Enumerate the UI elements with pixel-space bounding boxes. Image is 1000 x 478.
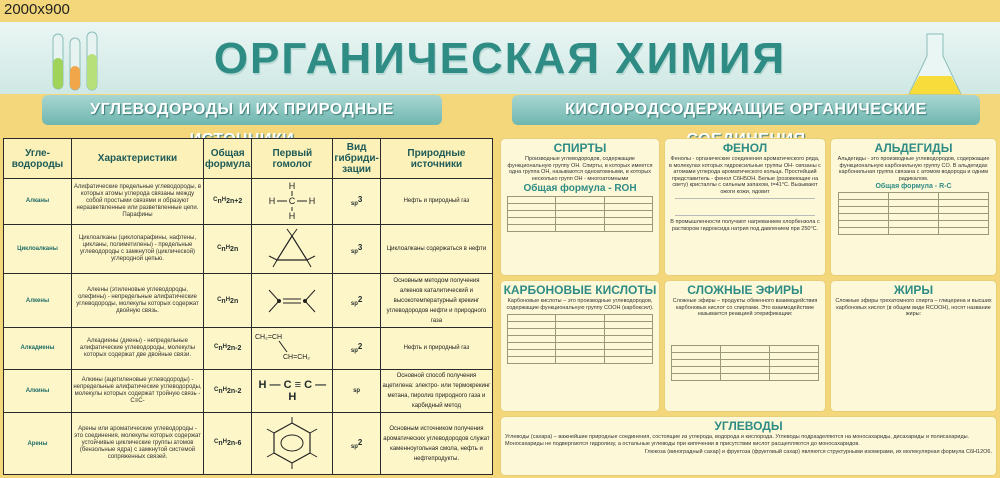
row-source: Основным методом получения алкенов катал…	[379, 273, 494, 328]
panel-text: Углеводы (сахара) – важнейшие природные …	[505, 434, 970, 447]
table-row: Алканы Алифатические предельные углеводо…	[3, 178, 494, 225]
row-hybridization: sp3	[332, 178, 381, 225]
row-formula: CnH2n-2	[202, 368, 253, 414]
row-text: Алкадиены (диены) - непредельные алифати…	[71, 326, 204, 370]
panel-title: АЛЬДЕГИДЫ	[874, 141, 953, 155]
mini-table	[671, 344, 819, 381]
header-cell: Характеристики	[71, 138, 204, 179]
row-text: Алифатические предельные углеводороды, в…	[71, 178, 204, 225]
size-label: 2000x900	[4, 1, 70, 18]
phenol-reaction-icon	[675, 198, 815, 216]
panel-esters: СЛОЖНЫЕ ЭФИРЫ Сложные эфиры – продукты о…	[664, 280, 826, 412]
row-name: Циклоалканы	[3, 223, 72, 275]
right-subtitle: КИСЛОРОДСОДЕРЖАЩИЕ ОРГАНИЧЕСКИЕ СОЕДИНЕН…	[512, 95, 980, 148]
row-name: Алкины	[3, 368, 72, 414]
table-row: Арены Арены или ароматические углеводоро…	[3, 412, 494, 475]
mini-table	[837, 192, 990, 235]
panel-phenol: ФЕНОЛ Фенолы - органические соединения а…	[664, 138, 826, 276]
row-source: Основным источником получения ароматичес…	[379, 412, 494, 475]
left-subtitle: УГЛЕВОДОРОДЫ И ИХ ПРИРОДНЫЕ ИСТОЧНИКИ	[42, 95, 442, 148]
row-text: Циклоалканы (циклопарафины, нафтены, цик…	[71, 223, 204, 275]
header-cell: Вид гибриди-зации	[332, 138, 381, 179]
row-name: Арены	[3, 412, 72, 475]
panel-title: СПИРТЫ	[553, 141, 607, 155]
row-text: Арены или ароматические углеводороды - э…	[71, 412, 204, 475]
panel-carbohydrates: УГЛЕВОДЫ Углеводы (сахара) – важнейшие п…	[500, 416, 997, 476]
ethene-structure-icon	[251, 273, 334, 328]
header-cell: Угле-водороды	[3, 138, 72, 179]
panel-title: СЛОЖНЫЕ ЭФИРЫ	[687, 283, 803, 297]
table-row: Циклоалканы Циклоалканы (циклопарафины, …	[3, 223, 494, 275]
flask-icon	[905, 30, 965, 98]
header-cell: Первый гомолог	[251, 138, 334, 179]
benzene-structure-icon	[251, 412, 334, 475]
row-source: Основной способ получения ацетилена: эле…	[379, 368, 494, 414]
row-hybridization: sp3	[332, 223, 381, 275]
row-name: Алканы	[3, 178, 72, 225]
panel-text: Сложные эфиры трехатомного спирта – глиц…	[835, 298, 992, 317]
panel-text: Производные углеводородов, содержащие фу…	[507, 156, 653, 182]
row-name: Алкадиены	[3, 326, 72, 370]
triglyceride-structure-icon	[841, 321, 986, 391]
row-source: Нефть и природный газ	[379, 178, 494, 225]
panel-text-2: В промышленности получают нагреванием хл…	[670, 219, 820, 232]
row-text: Алкены (этиленовые углеводороды, олефины…	[71, 273, 204, 328]
panel-formula: Общая формула - R-C	[875, 183, 952, 190]
svg-text:CH₂=CH: CH₂=CH	[255, 334, 282, 341]
table-row: Алкены Алкены (этиленовые углеводороды, …	[3, 273, 494, 328]
panel-text-2: Глюкоза (виноградный сахар) и фруктоза (…	[644, 449, 992, 455]
row-hybridization: sp2	[332, 412, 381, 475]
ethyne-structure-icon: H — C ≡ C — H	[251, 368, 334, 414]
cyclopropane-structure-icon	[251, 223, 334, 275]
row-name: Алкены	[3, 273, 72, 328]
panel-text: Сложные эфиры – продукты обменного взаим…	[672, 298, 818, 317]
panel-carboxylic-acids: КАРБОНОВЫЕ КИСЛОТЫ Карбоновые кислоты – …	[500, 280, 660, 412]
header-cell: Общая формула	[202, 138, 253, 179]
row-hybridization: sp2	[332, 273, 381, 328]
row-formula: CnH2n-6	[202, 412, 253, 475]
hydrocarbons-table: Угле-водороды Характеристики Общая форму…	[3, 138, 494, 475]
panel-formula: Общая формула - ROH	[523, 183, 637, 194]
mini-table	[507, 314, 653, 364]
panel-text: Фенолы - органические соединения аромати…	[669, 156, 821, 195]
svg-text:CH=CH₂: CH=CH₂	[283, 354, 310, 361]
header-band	[0, 22, 1000, 94]
butadiene-structure-icon: CH₂=CH CH=CH₂	[251, 326, 334, 370]
svg-text:H: H	[289, 211, 296, 220]
svg-text:C: C	[289, 196, 296, 206]
panel-text: Карбоновые кислоты – это производные угл…	[506, 298, 654, 311]
panel-title: ФЕНОЛ	[722, 141, 768, 155]
esterification-reaction-icon	[675, 322, 815, 342]
row-source: Циклоалканы содержаться в нефти	[379, 223, 494, 275]
panel-text: Альдегиды - это производные углеводородо…	[837, 156, 990, 182]
svg-text:H: H	[269, 196, 276, 206]
panel-title: ЖИРЫ	[893, 283, 934, 297]
page-title: ОРГАНИЧЕСКАЯ ХИМИЯ	[213, 34, 787, 83]
panel-title: УГЛЕВОДЫ	[714, 419, 783, 433]
svg-text:H: H	[289, 181, 296, 191]
row-formula: CnH2n+2	[202, 178, 253, 225]
row-hybridization: sp2	[332, 326, 381, 370]
row-formula: CnH2n-2	[202, 326, 253, 370]
row-formula: CnH2n	[202, 273, 253, 328]
row-formula: CnH2n	[202, 223, 253, 275]
row-hybridization: sp	[332, 368, 381, 414]
table-row: Алкины Алкины (ацетиленовые углеводороды…	[3, 368, 494, 414]
panel-title: КАРБОНОВЫЕ КИСЛОТЫ	[503, 283, 657, 297]
panel-alcohols: СПИРТЫ Производные углеводородов, содерж…	[500, 138, 660, 276]
row-source: Нефть и природный газ	[379, 326, 494, 370]
mini-table	[507, 196, 653, 232]
row-text: Алкины (ацетиленовые углеводороды) - неп…	[71, 368, 204, 414]
header-cell: Природные источники	[379, 138, 494, 179]
table-row: Алкадиены Алкадиены (диены) - непредельн…	[3, 326, 494, 370]
panel-fats: ЖИРЫ Сложные эфиры трехатомного спирта –…	[830, 280, 997, 412]
test-tubes-icon	[45, 28, 105, 98]
svg-text:H: H	[309, 196, 316, 206]
panel-aldehydes: АЛЬДЕГИДЫ Альдегиды - это производные уг…	[830, 138, 997, 276]
